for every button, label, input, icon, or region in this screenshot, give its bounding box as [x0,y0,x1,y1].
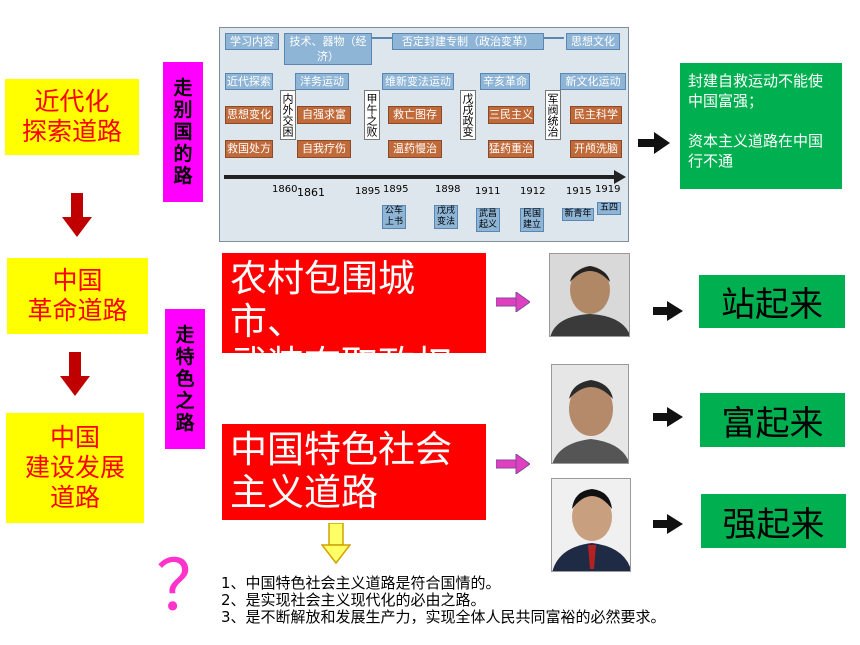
timeline-axis-arrowhead [614,170,626,184]
event-tag: 公车 上书 [382,205,406,229]
box-construction-road: 中国 建设发展 道路 [6,413,144,523]
portrait-1 [549,253,630,337]
note-item: 2、是实现社会主义现代化的必由之路。 [221,591,486,609]
portrait-2 [551,364,629,464]
notes-list: 1、中国特色社会主义道路是符合国情的。 2、是实现社会主义现代化的必由之路。 3… [221,575,666,626]
year-label: 1860 [272,184,298,195]
phase-2: 维新变法运动 [382,73,454,90]
year-label: 1898 [435,184,461,195]
event-tag: 民国 建立 [520,208,544,232]
vertical-tag-0: 内外交困 [280,90,296,140]
method-2: 温药慢治 [388,140,442,158]
label-other-countries-road: 走别国的路 [163,62,203,202]
green-box-get-rich: 富起来 [700,393,845,447]
method-3: 猛药重治 [488,140,534,158]
question-mark: ？ [156,545,226,627]
note-item: 3、是不断解放和发展生产力，实现全体人民共同富裕的必然要求。 [221,608,666,626]
green-box-stand-up: 站起来 [699,275,845,328]
year-label: 1912 [520,186,546,197]
tag-technology: 技术、器物（经济） [284,33,372,65]
vertical-tag-3: 军阀统治 [545,90,561,140]
thought-4: 民主科学 [570,106,622,124]
conclusion-box: 封建自救运动不能使中国富强； 资本主义道路在中国行不通 [680,63,842,189]
right-arrow-1 [653,301,683,321]
event-tag: 五四 [597,202,621,215]
event-tag: 戊戌 变法 [434,205,458,229]
box-revolution-road: 中国 革命道路 [7,258,148,334]
event-tag: 新青年 [562,208,594,221]
label-own-road: 走特色之路 [165,309,205,449]
year-label: 1895 [355,186,381,197]
tag-culture: 思想文化 [566,33,620,50]
thought-2: 救亡图存 [388,106,442,124]
portrait-3 [551,478,631,572]
year-label: 1861 [297,186,325,199]
vertical-tag-1: 甲午之败 [364,90,380,140]
pink-arrow-2 [496,454,530,474]
note-item: 1、中国特色社会主义道路是符合国情的。 [221,574,501,592]
yellow-down-arrow [321,523,351,565]
method-1: 自我疗伤 [297,140,351,158]
box-modern-exploration: 近代化 探索道路 [5,79,139,155]
tag-politics: 否定封建专制（政治变革） [392,33,544,50]
thought-1: 自强求富 [297,106,351,124]
vertical-tag-2: 戊戌政变 [460,90,476,140]
red-box-revolution: 农村包围城市、 武装夺取政权 [222,253,486,386]
pink-arrow-1 [496,292,530,312]
down-arrow-1 [62,193,92,243]
phase-1: 洋务运动 [295,73,349,90]
method-4: 开颅洗脑 [570,140,622,158]
right-arrow-top [638,132,670,154]
year-label: 1895 [383,184,409,195]
right-arrow-2 [653,407,683,427]
timeline-axis [224,175,616,179]
arrow-top-row [372,37,392,39]
tag-study-content: 学习内容 [225,33,279,50]
timeline-chart: 学习内容 技术、器物（经济） 否定封建专制（政治变革） 思想文化 近代探索 洋务… [219,27,629,242]
thought-0: 思想变化 [225,106,273,124]
event-tag: 武昌 起义 [476,208,500,232]
down-arrow-2 [60,352,90,402]
phase-4: 新文化运动 [560,73,626,90]
right-arrow-3 [653,514,683,534]
method-0: 救国处方 [225,140,273,158]
phase-3: 辛亥革命 [480,73,530,90]
year-label: 1919 [595,184,621,195]
year-label: 1911 [475,186,501,197]
green-box-get-strong: 强起来 [701,494,846,548]
arrow-top-row-2 [544,37,564,39]
year-label: 1915 [566,186,592,197]
thought-3: 三民主义 [488,106,534,124]
phase-0: 近代探索 [225,73,273,90]
red-box-socialism: 中国特色社会 主义道路 [222,424,486,520]
